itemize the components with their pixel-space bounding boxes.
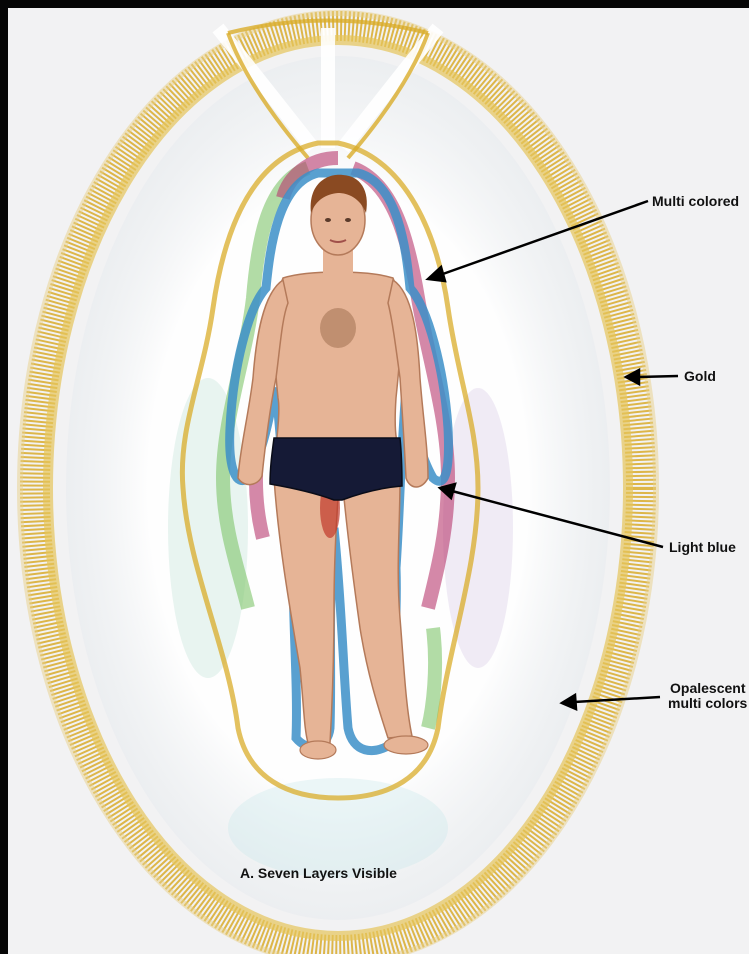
aura-illustration — [8, 8, 749, 954]
figure-caption: A. Seven Layers Visible — [240, 865, 397, 881]
label-multi-colored: Multi colored — [652, 194, 739, 209]
arrow-gold — [626, 370, 678, 384]
illustration-frame: Multi colored Gold Light blue Opalescent… — [8, 8, 749, 954]
label-opalescent: Opalescent multi colors — [668, 681, 747, 711]
label-opalescent-line1: Opalescent — [668, 681, 747, 696]
label-gold: Gold — [684, 369, 716, 384]
label-opalescent-line2: multi colors — [668, 696, 747, 711]
label-light-blue: Light blue — [669, 540, 736, 555]
